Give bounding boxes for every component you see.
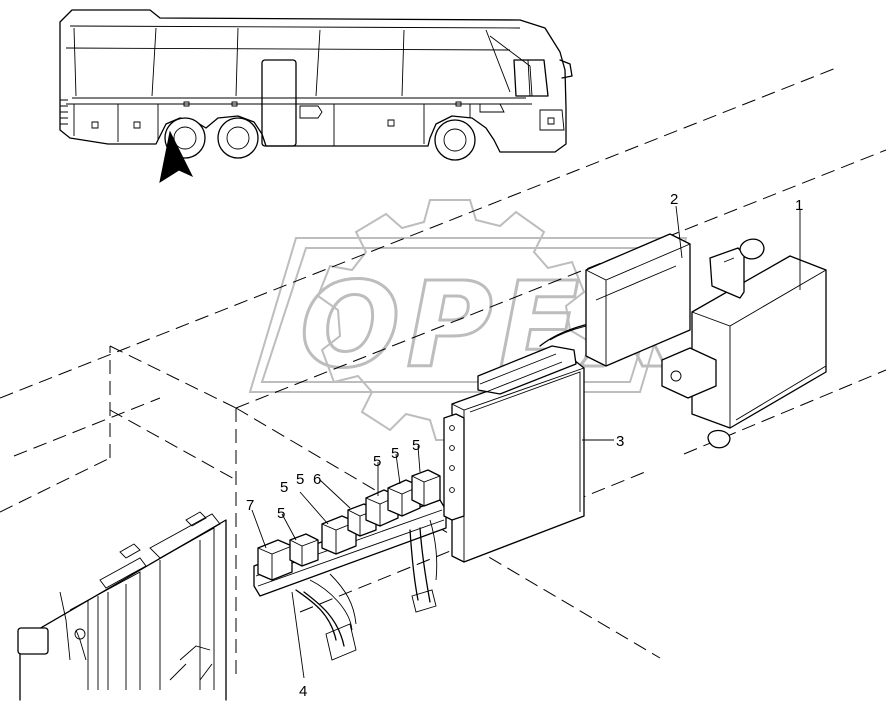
relay-assembly [253, 469, 447, 661]
callout-5-b: 5 [280, 479, 288, 496]
callout-5-d: 5 [373, 453, 381, 470]
module-2 [585, 233, 691, 367]
callout-5-a: 5 [277, 505, 285, 522]
location-arrow-icon [159, 130, 194, 184]
callout-1: 1 [795, 197, 803, 214]
callout-7: 7 [246, 497, 254, 514]
relay-5a [289, 533, 319, 567]
bus-locator-view [59, 9, 573, 184]
callout-3: 3 [616, 433, 624, 450]
fuse-panel [17, 511, 227, 701]
relay-5e [411, 469, 441, 507]
relay-7 [257, 539, 293, 581]
callout-leaders [251, 205, 801, 679]
callout-5-c: 5 [296, 471, 304, 488]
callout-5-e: 5 [391, 445, 399, 462]
callout-4: 4 [299, 683, 307, 700]
dashed-guide-lines [0, 67, 887, 680]
callout-5-f: 5 [412, 437, 420, 454]
callout-6: 6 [313, 471, 321, 488]
callout-labels: 1 2 3 4 5 5 5 5 5 6 7 5 [246, 191, 803, 700]
callout-2: 2 [670, 191, 678, 208]
control-unit [443, 317, 645, 563]
module-1 [661, 238, 827, 449]
